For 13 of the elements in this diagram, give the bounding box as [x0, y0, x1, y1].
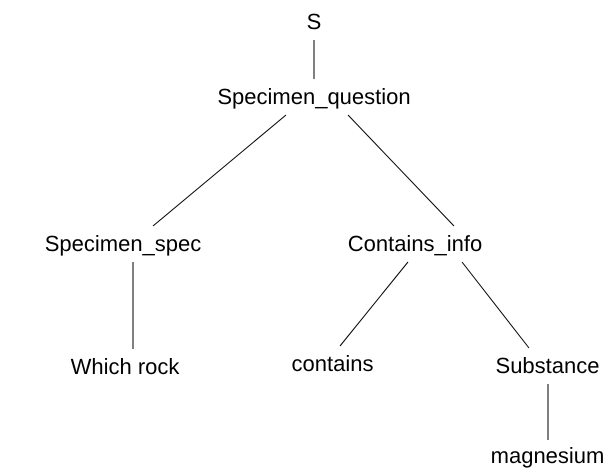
tree-node-label: Substance	[496, 355, 600, 377]
tree-line	[132, 262, 134, 350]
tree-node-label: contains	[292, 353, 374, 375]
tree-node-label: Specimen_question	[217, 86, 411, 108]
tree-node-label: magnesium	[490, 445, 604, 467]
tree-line	[462, 262, 530, 348]
tree-line	[340, 262, 408, 346]
tree-line	[152, 114, 286, 226]
tree-node-label: Contains_info	[348, 233, 482, 255]
tree-line	[348, 114, 454, 226]
tree-node-label: Specimen_spec	[44, 233, 202, 255]
tree-node-label: Which rock	[70, 356, 180, 378]
tree-node-label: S	[306, 11, 322, 33]
